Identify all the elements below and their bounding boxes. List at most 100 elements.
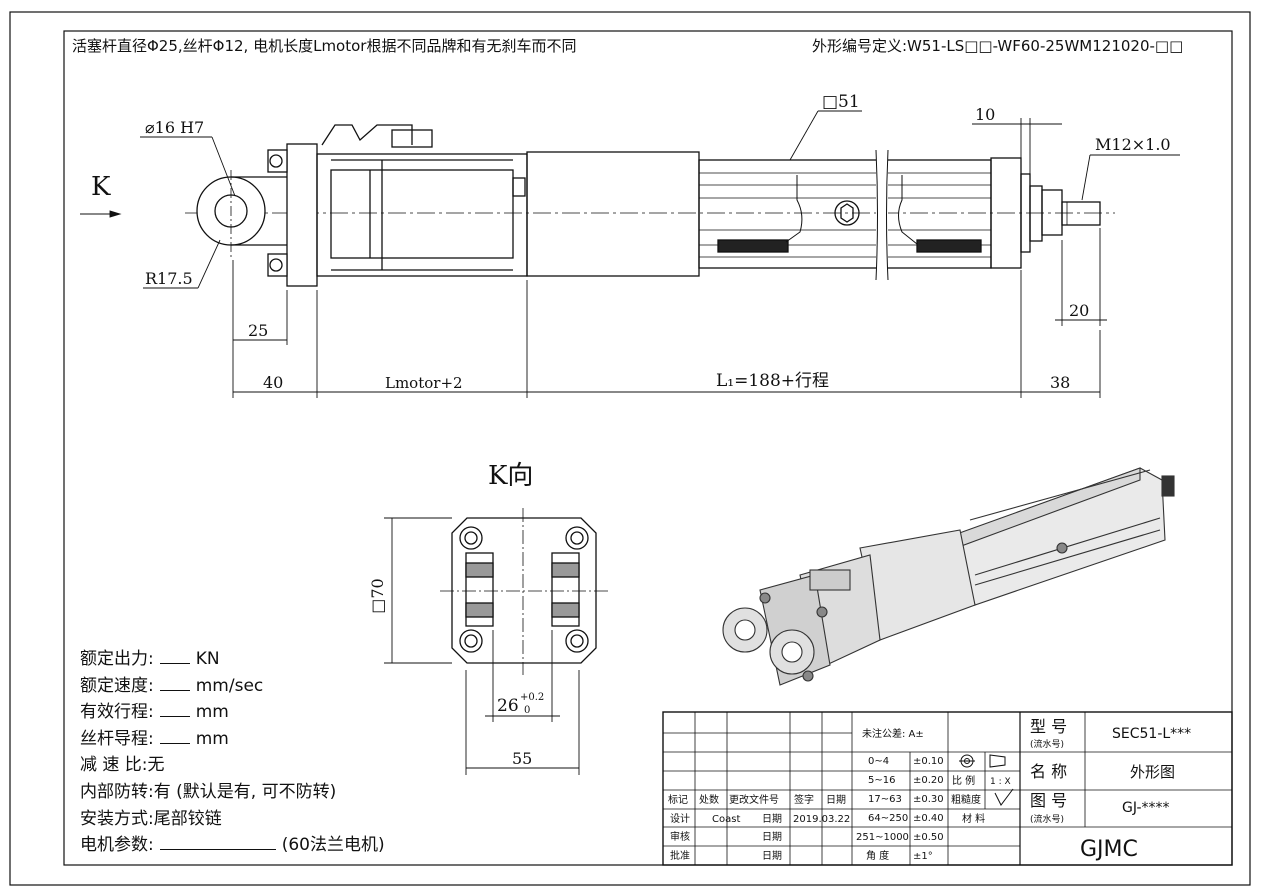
bore-dimension: ⌀16 H7 — [145, 118, 204, 137]
spec-unit: mm/sec — [195, 675, 264, 696]
dim-26-tol-upper: +0.2 — [520, 692, 544, 703]
spec-blank-line — [159, 675, 190, 691]
spec-row: 安装方式:尾部铰链 — [80, 806, 385, 833]
model-value: SEC51-L*** — [1112, 726, 1191, 742]
revision-header: 更改文件号 — [729, 793, 779, 806]
inner-border — [63, 30, 1233, 866]
model-serial-note: (流水号) — [1030, 738, 1064, 750]
scale-value: 1 : X — [990, 777, 1011, 787]
sensor-left — [717, 239, 789, 253]
dim-25: 25 — [248, 321, 268, 340]
tolerance-value: ±0.50 — [913, 832, 944, 843]
rod-thread — [1061, 201, 1101, 226]
spec-value: 尾部铰链 — [153, 808, 222, 829]
spec-blank-line — [159, 834, 276, 851]
title-block-grid — [662, 711, 1233, 866]
spec-label: 额定出力: — [80, 649, 154, 669]
dim-38: 38 — [1050, 373, 1070, 392]
spec-unit: (60法兰电机) — [281, 835, 385, 856]
tolerance-range: 251~1000 — [856, 832, 909, 843]
revision-headers: 标记处数更改文件号签字日期 — [668, 793, 846, 806]
spec-label: 内部防转: — [80, 781, 154, 802]
code-definition: 外形编号定义:W51-LS□□-WF60-25WM121020-□□ — [812, 37, 1183, 55]
revision-header: 标记 — [668, 794, 688, 806]
spec-label: 有效行程: — [80, 702, 154, 723]
dimension-lines — [80, 110, 1180, 398]
outer-border — [9, 11, 1251, 886]
k-view-dimensions — [384, 517, 580, 775]
projection-symbol — [959, 754, 1006, 768]
isometric-view — [722, 467, 1175, 686]
approve-label: 批准 — [670, 849, 690, 862]
spec-row: 丝杆导程: mm — [80, 726, 385, 753]
spec-label: 安装方式: — [80, 808, 154, 829]
thread-dimension: M12×1.0 — [1095, 135, 1171, 154]
sensor-right — [916, 239, 982, 253]
dim-20: 20 — [1069, 301, 1089, 320]
material-label: 材 料 — [962, 812, 985, 825]
tolerance-value: ±0.30 — [913, 794, 944, 805]
spec-row: 电机参数: (60法兰电机) — [80, 832, 385, 859]
spec-blank-line — [159, 648, 190, 664]
dim-26: 26 — [497, 696, 519, 716]
actuator-side-view — [185, 124, 1115, 287]
spec-blank-line — [159, 701, 190, 718]
header-note: 活塞杆直径Φ25,丝杆Φ12, 电机长度Lmotor根据不同品牌和有无刹车而不同 — [72, 37, 576, 55]
tolerance-value: ±0.10 — [913, 756, 944, 767]
roughness-symbol — [994, 788, 1014, 806]
spec-list: 额定出力: KN 额定速度: mm/sec 有效行程: mm 丝杆导程: mm 减 速 比:无内… — [80, 646, 385, 859]
dim-10: 10 — [975, 105, 995, 124]
tolerance-value: ±0.40 — [913, 813, 944, 824]
hex-screw — [834, 200, 860, 226]
revision-header: 日期 — [826, 794, 846, 806]
scale-label: 比 例 — [952, 774, 975, 787]
spec-value: 无 — [147, 755, 165, 776]
model-label: 型 号 — [1030, 717, 1067, 736]
dim-26-tol-lower: 0 — [524, 705, 530, 716]
spec-label: 电机参数: — [80, 835, 154, 856]
tolerance-range: 64~250 — [868, 813, 908, 824]
rear-flange — [286, 143, 318, 287]
tolerance-range: 角 度 — [866, 849, 889, 862]
spec-label: 丝杆导程: — [80, 728, 154, 749]
square-51-dimension: □51 — [822, 92, 860, 112]
tolerance-rows: 0~4±0.105~16±0.2017~63±0.3064~250±0.4025… — [856, 756, 944, 862]
design-date: 2019.03.22 — [793, 814, 850, 825]
tolerance-title: 未注公差: A± — [862, 727, 924, 740]
square-70-dimension: □70 — [368, 578, 387, 613]
spec-row: 内部防转:有 (默认是有, 可不防转) — [80, 779, 385, 806]
name-label: 名 称 — [1030, 762, 1067, 781]
tolerance-value: ±0.20 — [913, 775, 944, 786]
spec-row: 减 速 比:无 — [80, 752, 385, 779]
spec-label: 额定速度: — [80, 675, 154, 696]
approve-date-label: 日期 — [762, 850, 782, 862]
revision-header: 签字 — [794, 793, 814, 806]
drawing-number: GJ-**** — [1122, 800, 1170, 816]
spec-value: 有 (默认是有, 可不防转) — [153, 781, 337, 802]
radius-dimension: R17.5 — [145, 269, 193, 288]
spec-unit: KN — [195, 649, 220, 669]
k-label: K — [91, 172, 111, 202]
k-view-title: K向 — [488, 461, 533, 491]
k-view-flange — [440, 508, 610, 675]
designer-name: Coast — [712, 814, 740, 825]
roughness-label: 粗糙度 — [951, 793, 981, 806]
spec-row: 额定速度: mm/sec — [80, 673, 385, 700]
tolerance-range: 0~4 — [868, 756, 889, 767]
review-date-label: 日期 — [762, 831, 782, 843]
design-date-label: 日期 — [762, 813, 782, 825]
spec-unit: mm — [195, 728, 229, 749]
dim-l1: L₁=188+行程 — [716, 371, 829, 391]
drawing-serial-note: (流水号) — [1030, 813, 1064, 825]
name-value: 外形图 — [1130, 763, 1175, 781]
drawing-label: 图 号 — [1030, 791, 1067, 810]
spec-unit: mm — [195, 702, 229, 723]
spec-label: 减 速 比: — [80, 755, 148, 776]
company-name: GJMC — [1080, 837, 1138, 862]
design-label: 设计 — [670, 812, 690, 825]
dim-40: 40 — [263, 373, 283, 392]
tolerance-value: ±1° — [913, 851, 933, 862]
review-label: 审核 — [670, 830, 690, 843]
motor-body — [526, 151, 700, 277]
dim-lmotor: Lmotor+2 — [385, 374, 463, 392]
